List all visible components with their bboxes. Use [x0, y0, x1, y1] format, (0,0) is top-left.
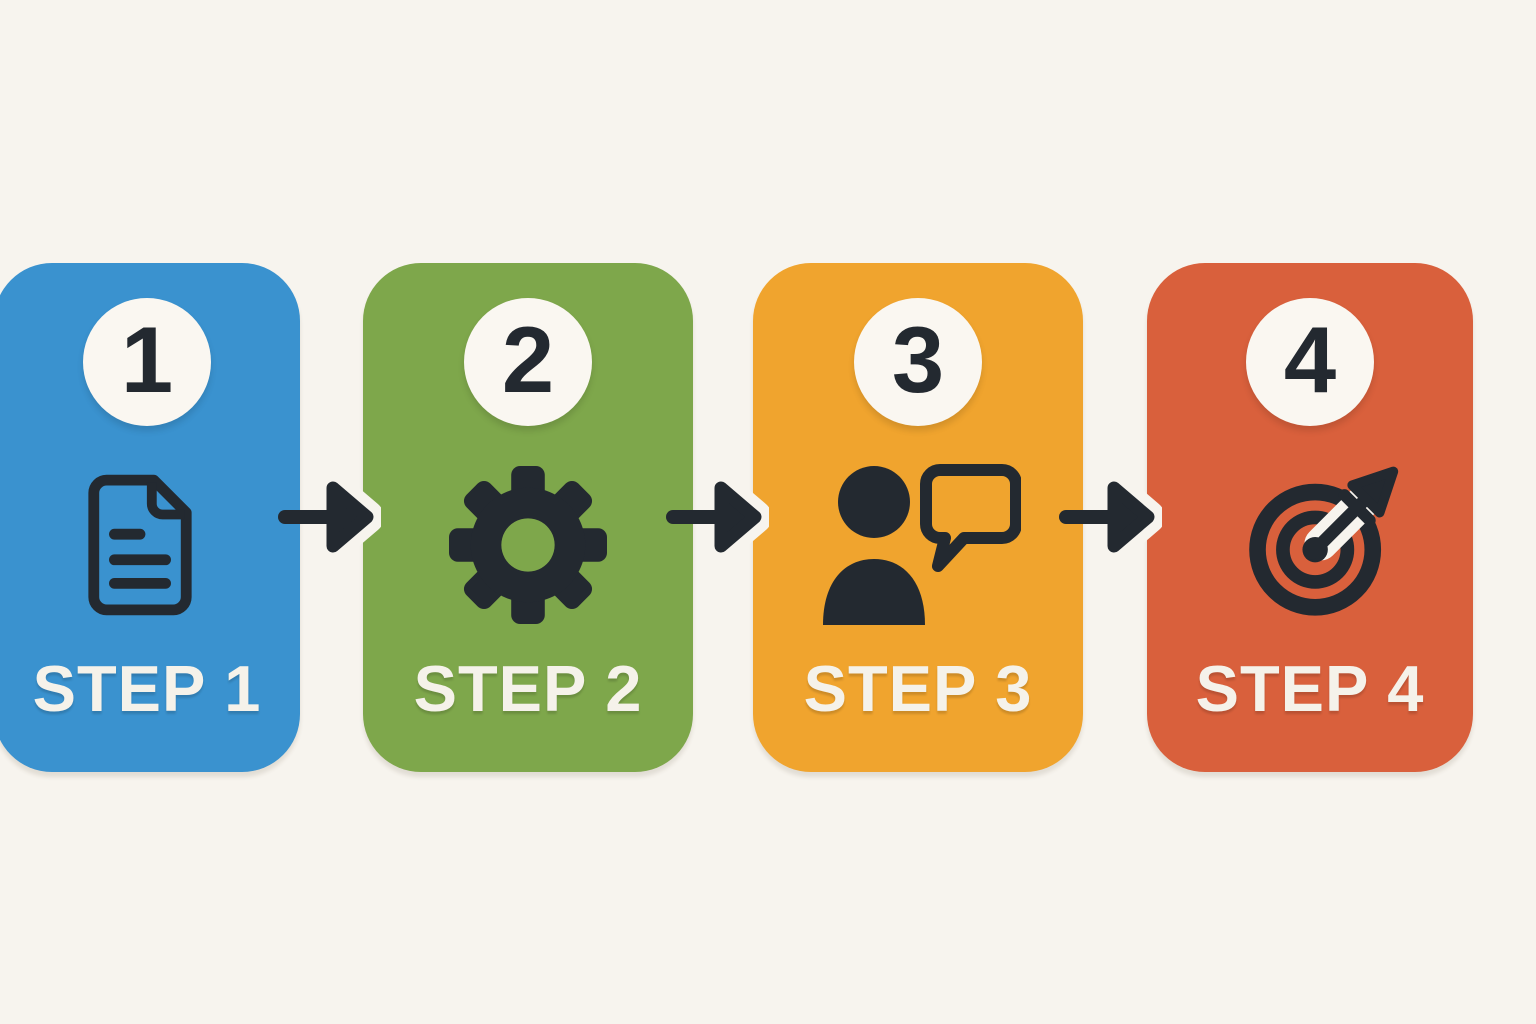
step-card-4: 4 STEP 4	[1147, 263, 1473, 772]
person-speech-bubble-icon	[822, 464, 1021, 625]
gear-icon	[449, 466, 607, 624]
step-icon-row-3	[753, 460, 1083, 630]
step-icon-row-2	[363, 460, 693, 630]
step-label-1: STEP 1	[32, 652, 262, 725]
step-number-badge-2: 2	[464, 298, 592, 426]
step-icon-row-1	[0, 460, 300, 630]
step-number-badge-1: 1	[83, 298, 211, 426]
step-number-badge-3: 3	[854, 298, 982, 426]
step-label-4: STEP 4	[1195, 652, 1425, 725]
step-number-2: 2	[501, 307, 555, 412]
step-label-3: STEP 3	[803, 652, 1033, 725]
step-number-1: 1	[120, 307, 174, 412]
arrow-right-icon-2	[666, 471, 769, 563]
step-number-badge-4: 4	[1246, 298, 1374, 426]
step-number-4: 4	[1283, 307, 1337, 412]
arrow-right-icon-3	[1059, 471, 1162, 563]
step-number-3: 3	[891, 307, 945, 412]
arrow-right-icon-1	[278, 471, 381, 563]
step-card-3: 3 STEP 3	[753, 263, 1083, 772]
target-dart-icon	[1249, 466, 1399, 616]
step-card-2: 2 STEP 2	[363, 263, 693, 772]
step-label-2: STEP 2	[413, 652, 643, 725]
step-card-1: 1 STEP 1	[0, 263, 300, 772]
step-icon-row-4	[1147, 460, 1473, 630]
document-icon	[88, 474, 192, 616]
